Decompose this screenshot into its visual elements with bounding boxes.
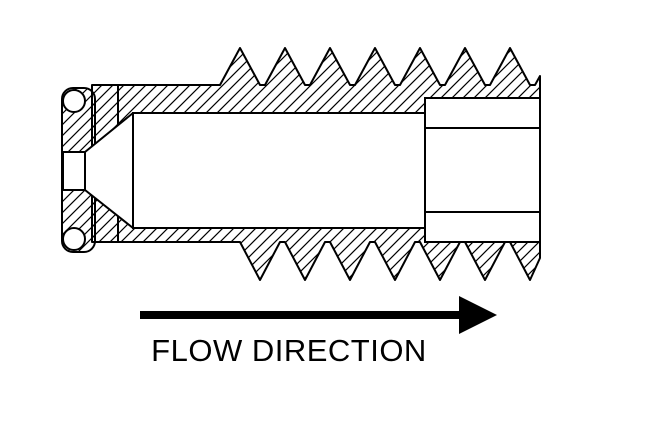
o-ring-bottom <box>62 227 86 251</box>
flow-direction-label: FLOW DIRECTION <box>151 333 427 368</box>
center-bore <box>132 112 426 229</box>
hex-socket-cavity <box>424 97 541 243</box>
o-ring-top <box>62 89 86 113</box>
flow-arrow <box>140 296 497 334</box>
inlet-channel <box>62 151 86 191</box>
